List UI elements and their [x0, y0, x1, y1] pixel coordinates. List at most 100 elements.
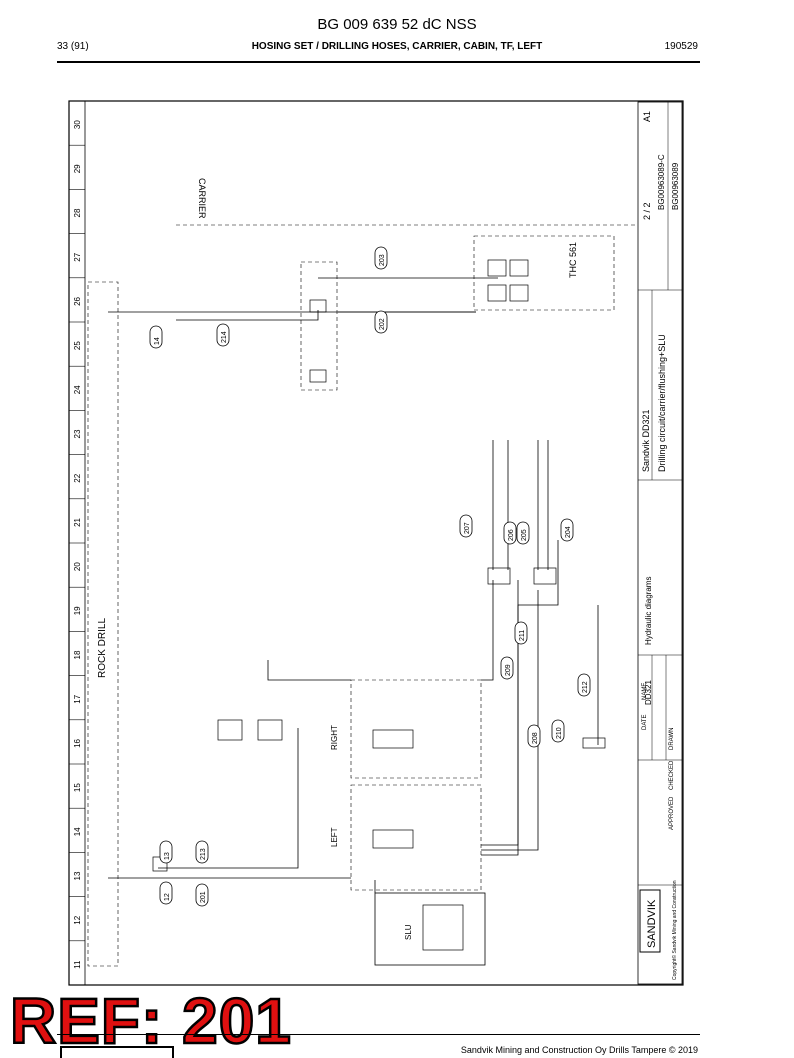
slu-box [374, 892, 486, 966]
model-label: DD321 [644, 680, 653, 705]
hose-213 [158, 728, 299, 869]
drawing-category: Hydraulic diagrams [644, 577, 653, 645]
sandvik-logo [639, 889, 661, 953]
callout-bubble [503, 521, 517, 545]
column-number: 28 [73, 208, 82, 217]
column-number: 14 [73, 827, 82, 836]
column-number: 16 [73, 738, 82, 747]
column-number: 25 [73, 341, 82, 350]
document-date: 190529 [664, 41, 698, 52]
page-number: 33 (91) [57, 41, 89, 52]
column-number: 17 [73, 694, 82, 703]
callout-bubble [500, 656, 514, 680]
callout-label: 201 [200, 891, 207, 903]
callout-bubble [459, 514, 473, 538]
callout-bubble [374, 310, 388, 334]
callout-bubble [374, 246, 388, 270]
callout-label: 211 [519, 630, 526, 641]
rock-drill-area [87, 281, 119, 967]
column-number: 21 [73, 517, 82, 526]
row-drawn: DRAWN [669, 728, 675, 750]
column-number: 29 [73, 164, 82, 173]
column-number: 24 [73, 385, 82, 394]
valve-symbol [487, 259, 507, 277]
valve-box-top [300, 261, 338, 391]
hose-214 [176, 310, 319, 321]
callout-label: 13 [164, 852, 171, 860]
valve-block-left [350, 784, 482, 891]
callout-label: 209 [505, 664, 512, 676]
column-number: 23 [73, 429, 82, 438]
product-name: Sandvik DD321 [641, 409, 651, 472]
callout-bubble [159, 840, 173, 864]
drawing-number: BG00963089-C [657, 154, 666, 210]
valve-block-right [350, 679, 482, 779]
callout-bubble [514, 621, 528, 645]
column-number: 20 [73, 562, 82, 571]
valve-symbol [257, 719, 283, 741]
callout-bubble [527, 724, 541, 748]
callout-bubble [551, 719, 565, 743]
carrier-label: CARRIER [197, 178, 207, 219]
footer-copyright: Sandvik Mining and Construction Oy Drill… [460, 1045, 698, 1055]
reference-overlay: REF: 201 [9, 984, 292, 1058]
column-number: 19 [73, 606, 82, 615]
callout-bubble [195, 883, 209, 907]
thc-box [473, 235, 615, 311]
column-number: 26 [73, 296, 82, 305]
valve-symbol [372, 729, 414, 749]
column-name: NAME [642, 683, 648, 700]
callout-label: 214 [221, 331, 228, 343]
column-number: 11 [73, 960, 82, 969]
footer-divider [57, 1034, 700, 1035]
valve-symbol [533, 567, 557, 585]
callout-bubble [516, 521, 530, 545]
callout-label: 208 [532, 732, 539, 744]
callout-label: 12 [164, 893, 171, 901]
hose-211 [481, 540, 559, 846]
reference-number: BG00963089 [671, 162, 680, 210]
column-number: 18 [73, 650, 82, 659]
sheet-number: 2 / 2 [642, 202, 652, 220]
column-number: 30 [73, 120, 82, 129]
hose-right-block [267, 660, 351, 681]
callout-label: 202 [379, 318, 386, 330]
slu-label: SLU [404, 924, 413, 940]
callout-bubble [159, 881, 173, 905]
callout-label: 207 [464, 522, 471, 534]
callout-bubble [195, 840, 209, 864]
header-divider [57, 61, 700, 63]
column-number: 22 [73, 473, 82, 482]
right-label: RIGHT [330, 725, 339, 750]
valve-symbol [509, 259, 529, 277]
slu-unit-symbol [422, 904, 464, 951]
column-number: 27 [73, 252, 82, 261]
document-subtitle: HOSING SET / DRILLING HOSES, CARRIER, CA… [251, 41, 543, 52]
callout-label: 204 [565, 526, 572, 538]
callout-label: 213 [200, 848, 207, 860]
drawing-title: Drilling circuit/carrier/flushing+SLU [657, 334, 667, 472]
document-title: BG 009 639 52 dC NSS [317, 16, 477, 33]
callout-label: 205 [521, 529, 528, 541]
callout-label: 212 [582, 681, 589, 693]
hose-208 [481, 580, 519, 856]
valve-symbol [487, 567, 511, 585]
rock-drill-label: ROCK DRILL [97, 618, 108, 678]
valve-symbol [309, 299, 327, 313]
brand-name: SANDVIK [646, 899, 658, 948]
valve-symbol [217, 719, 243, 741]
row-checked: CHECKED [669, 760, 675, 790]
callout-bubble [149, 325, 163, 349]
valve-symbol [487, 284, 507, 302]
title-block-frame [637, 101, 683, 985]
thc-label: THC 561 [568, 242, 578, 278]
callout-bubble [560, 518, 574, 542]
valve-symbol [582, 737, 606, 749]
title-block-copyright: Copyright© Sandvik Mining and Constructi… [671, 880, 678, 980]
footer-logo [60, 1046, 174, 1058]
sheet-size: A1 [642, 111, 652, 122]
valve-symbol [509, 284, 529, 302]
callout-label: 206 [508, 529, 515, 541]
callout-bubble [577, 673, 591, 697]
